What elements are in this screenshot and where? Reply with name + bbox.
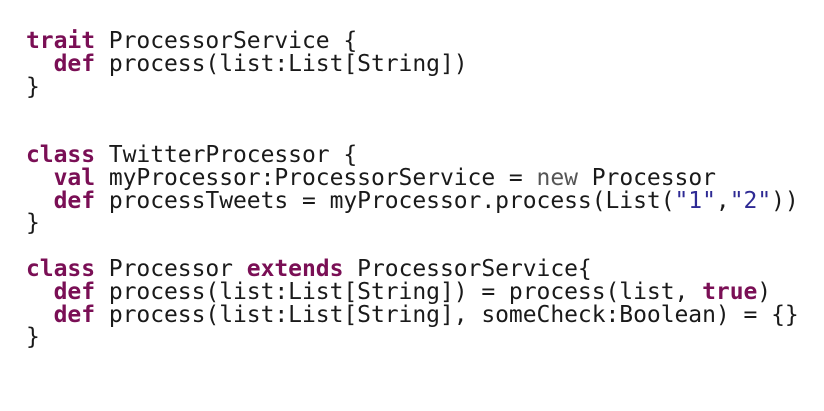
code-text: Processor bbox=[95, 255, 247, 282]
code-line-class-processor: class Processor extends ProcessorService… bbox=[26, 255, 799, 282]
code-text: ProcessorService{ bbox=[343, 255, 592, 282]
keyword-def: def bbox=[53, 278, 96, 305]
code-line-close-brace: } bbox=[26, 326, 799, 349]
code-line-def-process: def process(list:List[String]) bbox=[26, 50, 799, 77]
code-text: Processor bbox=[577, 164, 716, 191]
code-text: } bbox=[26, 210, 40, 237]
string-literal: "2" bbox=[729, 187, 772, 214]
code-line-def-process-overload2: def process(list:List[String], someCheck… bbox=[26, 301, 799, 328]
keyword-class: class bbox=[26, 255, 95, 282]
keyword-extends: extends bbox=[246, 255, 344, 282]
code-text: ) bbox=[757, 278, 772, 305]
code-text: process(list:List[String]) bbox=[95, 50, 468, 77]
code-text: ProcessorService { bbox=[95, 28, 358, 54]
code-text: TwitterProcessor { bbox=[95, 141, 358, 168]
code-block: trait ProcessorService { def process(lis… bbox=[26, 30, 799, 349]
code-line-close-brace: } bbox=[26, 212, 799, 235]
code-line-close-brace: } bbox=[26, 73, 799, 100]
code-text: process(list:List[String], someCheck:Boo… bbox=[95, 301, 799, 328]
code-line-blank bbox=[26, 235, 799, 258]
code-text: myProcessor:ProcessorService = bbox=[95, 164, 537, 191]
string-literal: "1" bbox=[674, 187, 716, 214]
code-line-class-twitter: class TwitterProcessor { bbox=[26, 141, 799, 168]
code-line-blank bbox=[26, 98, 799, 121]
code-text: process(list:List[String]) = process(lis… bbox=[95, 278, 703, 305]
keyword-def: def bbox=[53, 50, 96, 77]
code-text: processTweets = myProcessor.process(List… bbox=[95, 187, 675, 214]
code-text: , bbox=[715, 187, 730, 214]
code-line-def-processtweets: def processTweets = myProcessor.process(… bbox=[26, 187, 799, 214]
keyword-def: def bbox=[53, 187, 96, 214]
code-line-val-myprocessor: val myProcessor:ProcessorService = new P… bbox=[26, 164, 799, 191]
keyword-class: class bbox=[26, 141, 95, 168]
keyword-trait: trait bbox=[26, 28, 95, 54]
keyword-val: val bbox=[53, 164, 96, 191]
keyword-new: new bbox=[536, 164, 578, 191]
code-text: } bbox=[26, 73, 40, 100]
code-line-blank bbox=[26, 121, 799, 144]
code-text: } bbox=[26, 324, 40, 351]
keyword-def: def bbox=[53, 301, 96, 328]
code-text: )) bbox=[771, 187, 799, 214]
code-line-trait-decl: trait ProcessorService { bbox=[26, 30, 799, 53]
code-line-def-process-overload1: def process(list:List[String]) = process… bbox=[26, 278, 799, 305]
keyword-true: true bbox=[702, 278, 758, 305]
